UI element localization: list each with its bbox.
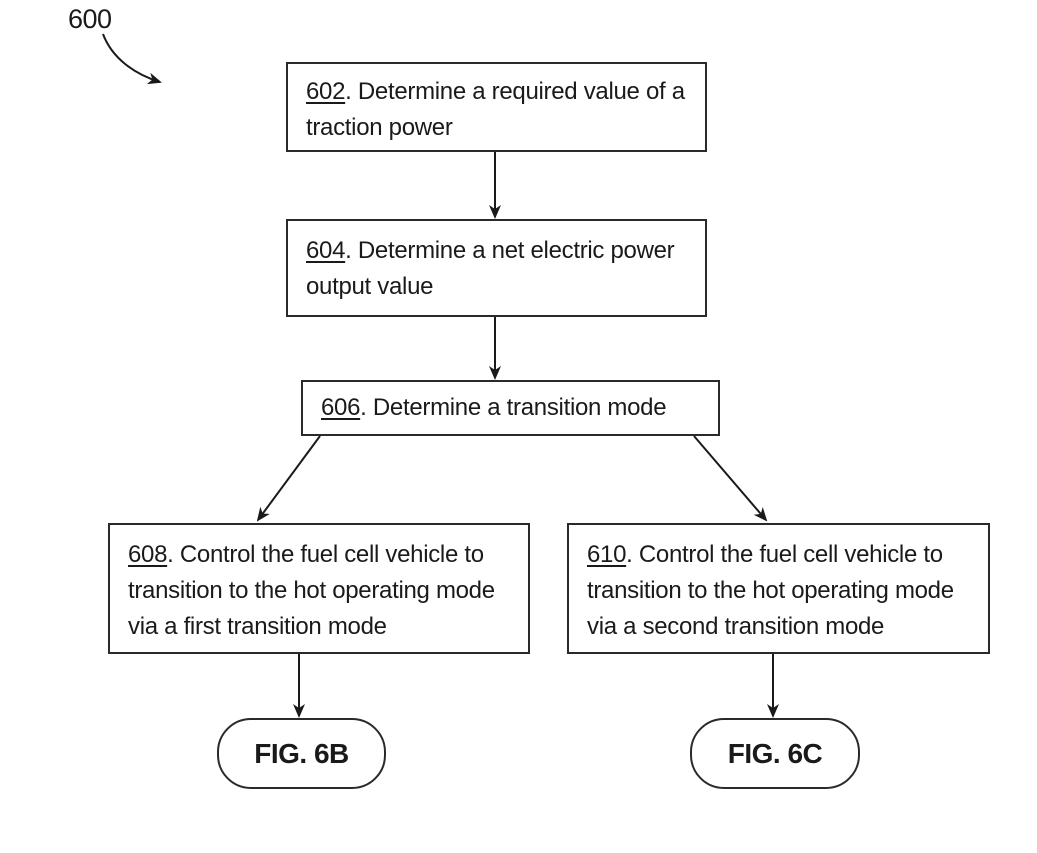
step-604-number: 604 [306,237,345,264]
step-610-box: 610. Control the fuel cell vehicle to tr… [567,523,990,654]
step-606-text: . Determine a transition mode [360,394,666,421]
step-610-number: 610 [587,541,626,568]
terminal-fig-6c-label: FIG. 6C [728,738,823,770]
step-606-number: 606 [321,394,360,421]
terminal-fig-6b-label: FIG. 6B [254,738,349,770]
step-610-text: . Control the fuel cell vehicle to trans… [587,541,954,640]
step-604-box: 604. Determine a net electric power outp… [286,219,707,317]
step-608-number: 608 [128,541,167,568]
step-602-text: . Determine a required value of a tracti… [306,78,685,141]
step-608-text: . Control the fuel cell vehicle to trans… [128,541,495,640]
step-608-box: 608. Control the fuel cell vehicle to tr… [108,523,530,654]
step-602-number: 602 [306,78,345,105]
step-602-box: 602. Determine a required value of a tra… [286,62,707,152]
terminal-fig-6b: FIG. 6B [217,718,386,789]
terminal-fig-6c: FIG. 6C [690,718,860,789]
step-604-text: . Determine a net electric power output … [306,237,674,300]
step-606-box: 606. Determine a transition mode [301,380,720,436]
arrow-606-to-608 [258,436,320,520]
reference-pointer-arrow [103,34,160,82]
arrow-606-to-610 [694,436,766,520]
